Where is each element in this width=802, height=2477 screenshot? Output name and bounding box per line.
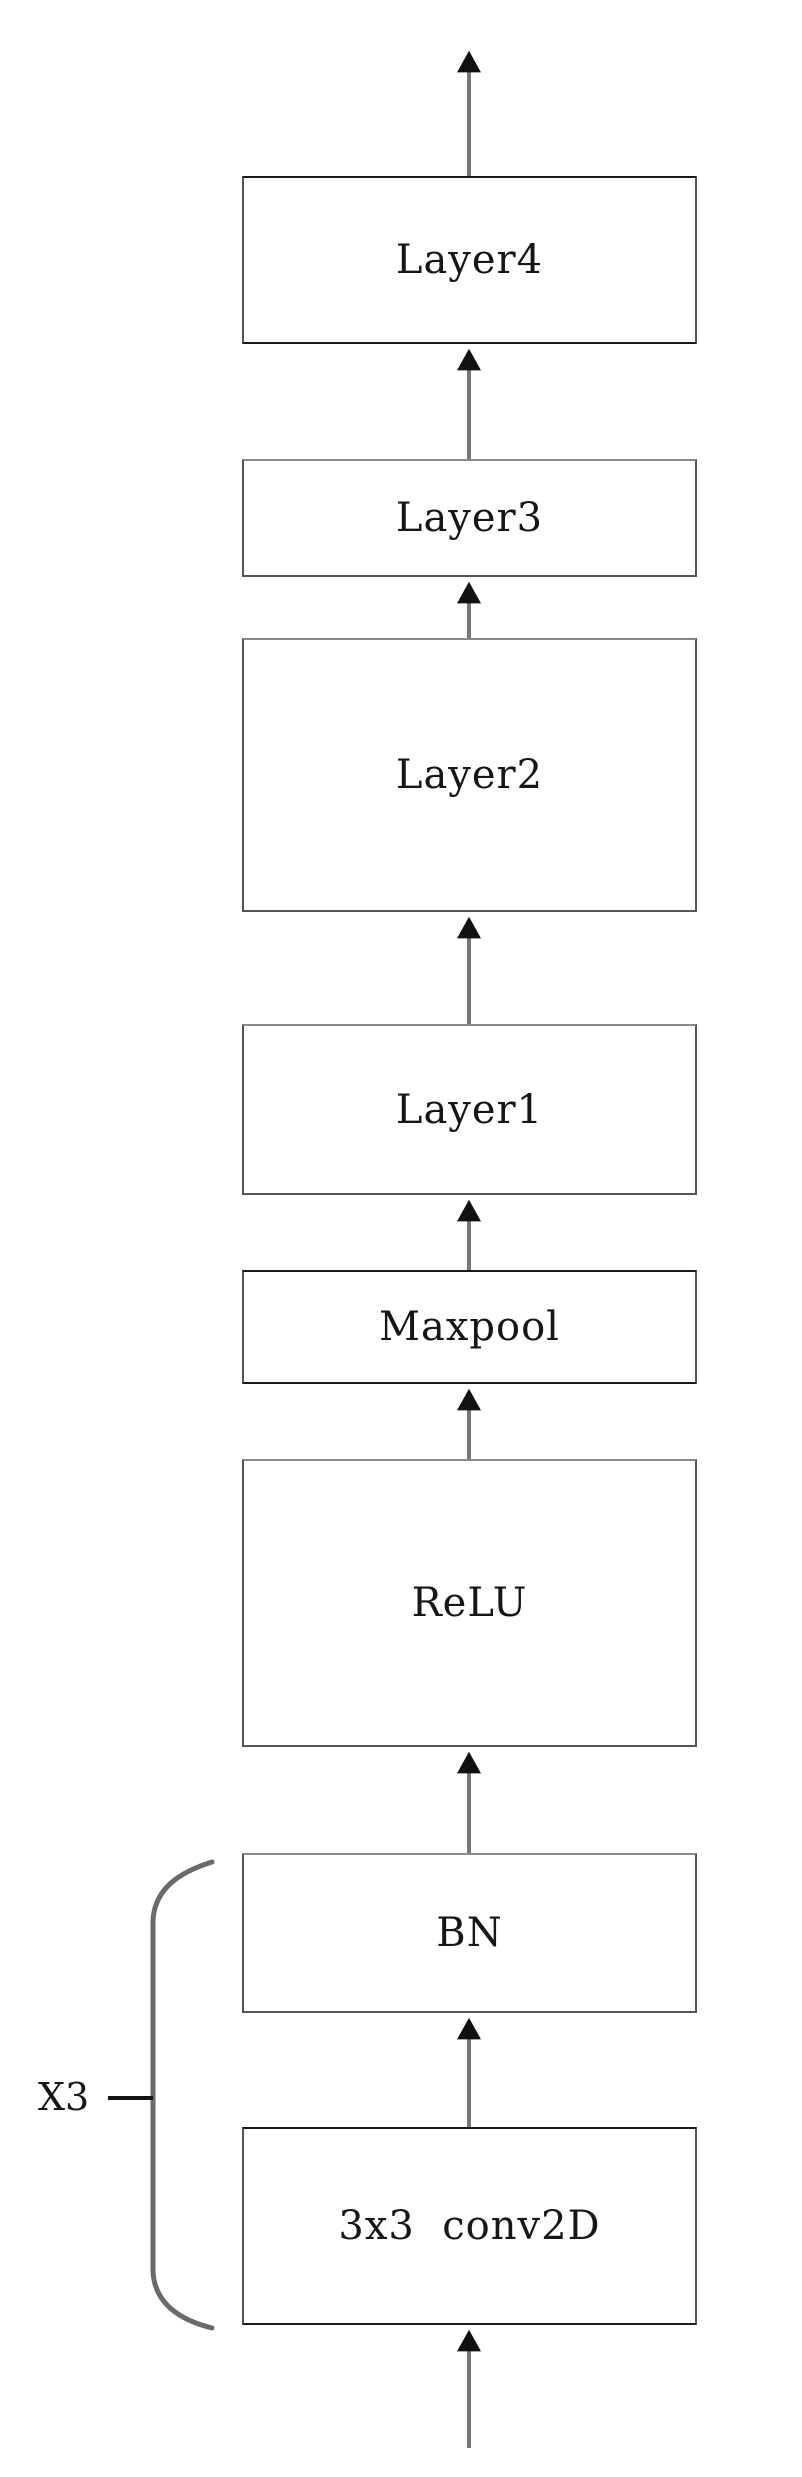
brace-path [150,1859,215,2331]
node-layer1-label: Layer1 [395,1086,544,1133]
node-bn-label: BN [436,1910,503,1956]
node-maxpool-label: Maxpool [379,1304,560,1350]
node-maxpool[interactable]: Maxpool [242,1270,697,1384]
node-layer4-label: Layer4 [395,237,544,283]
node-bn[interactable]: BN [242,1853,697,2013]
repeat-count-label: X3 [38,2075,90,2119]
node-layer2[interactable]: Layer2 [242,638,697,912]
repeat-brace [108,1859,215,2331]
node-layer1[interactable]: Layer1 [242,1024,697,1195]
node-relu[interactable]: ReLU [242,1459,697,1747]
node-layer3[interactable]: Layer3 [242,459,697,577]
node-relu-label: ReLU [411,1580,528,1626]
node-layer3-label: Layer3 [395,495,544,541]
node-conv2d-label: 3x3 conv2D [338,2203,601,2249]
node-layer2-label: Layer2 [395,752,544,798]
node-layer4[interactable]: Layer4 [242,176,697,344]
node-conv2d[interactable]: 3x3 conv2D [242,2127,697,2325]
